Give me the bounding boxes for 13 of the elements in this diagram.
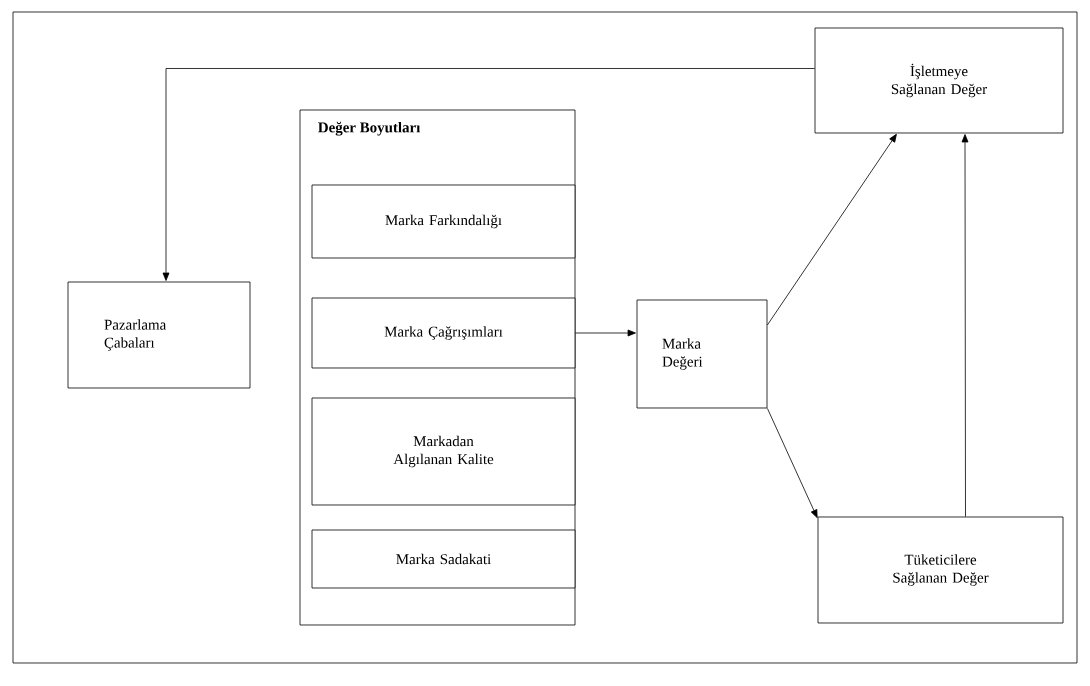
arrow — [162, 68, 815, 281]
arrow — [961, 134, 969, 517]
dimension-box: Markadan Algılanan Kalite — [311, 397, 576, 506]
dimension-box: Marka Çağrışımları — [311, 297, 576, 369]
process-box: İşletmeye Sağlanan Değer — [814, 27, 1064, 134]
arrow — [575, 329, 636, 337]
dimension-box: Marka Sadakati — [311, 529, 576, 589]
process-box: Marka Değeri — [636, 299, 768, 409]
process-box: Tüketicilere Sağlanan Değer — [817, 516, 1064, 624]
arrow — [767, 133, 897, 326]
dimension-box: Marka Farkındalığı — [311, 184, 576, 259]
arrow — [767, 408, 818, 518]
process-box: Pazarlama Çabaları — [67, 281, 251, 389]
